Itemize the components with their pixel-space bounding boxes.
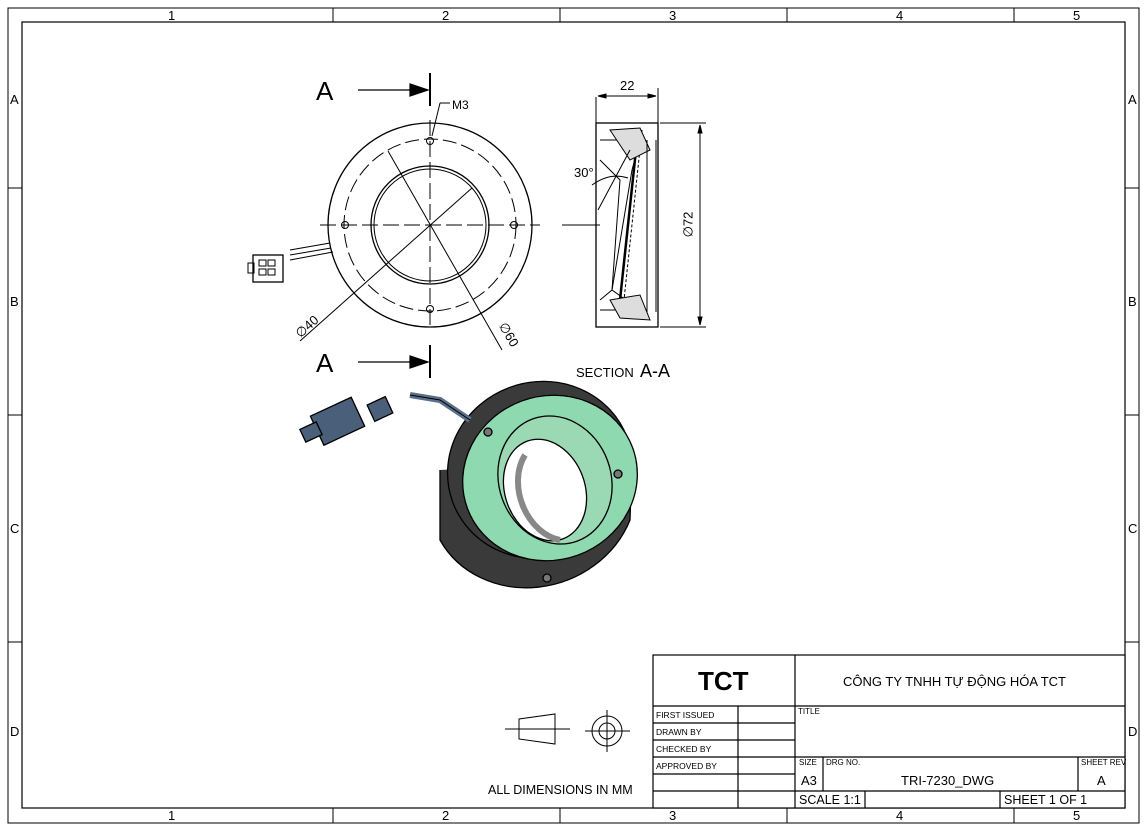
zone-ticks <box>8 8 1139 823</box>
size-value: A3 <box>801 773 817 788</box>
row-label: A <box>1128 92 1137 107</box>
row-label: B <box>10 294 19 309</box>
sheet-rev-label: SHEET REV <box>1081 758 1127 767</box>
thread-callout: M3 <box>452 98 469 112</box>
company-name: CÔNG TY TNHH TỰ ĐỘNG HÓA TCT <box>843 674 1066 689</box>
angle-dim: 30° <box>574 165 594 180</box>
row-label: D <box>1128 724 1138 739</box>
company-logo: TCT <box>698 666 749 696</box>
scale-value: SCALE 1:1 <box>799 793 861 807</box>
connector-icon <box>252 254 284 283</box>
units-note: ALL DIMENSIONS IN MM <box>488 783 633 797</box>
isometric-view <box>299 380 638 589</box>
projection-symbol <box>505 710 630 752</box>
outer-diameter-dim: ∅72 <box>680 211 696 238</box>
section-label-name: A-A <box>640 361 671 381</box>
section-marker-bottom: A <box>316 348 334 378</box>
column-label: 2 <box>442 808 450 823</box>
section-view <box>562 88 706 328</box>
row-label: A <box>10 92 19 107</box>
drawn-by-label: DRAWN BY <box>656 727 702 737</box>
column-label: 1 <box>168 8 176 23</box>
section-marker-top: A <box>316 76 334 106</box>
sheet-rev-value: A <box>1097 773 1106 788</box>
row-label: B <box>1128 294 1137 309</box>
row-label: C <box>10 521 20 536</box>
width-dim: 22 <box>620 78 635 93</box>
column-label: 5 <box>1073 808 1081 823</box>
column-label: 1 <box>168 808 176 823</box>
row-label: D <box>10 724 20 739</box>
checked-by-label: CHECKED BY <box>656 744 712 754</box>
column-label: 2 <box>442 8 450 23</box>
section-label-prefix: SECTION <box>576 365 634 380</box>
drg-no-value: TRI-7230_DWG <box>901 773 995 788</box>
column-label: 5 <box>1073 8 1081 23</box>
column-label: 3 <box>669 808 677 823</box>
first-issued-label: FIRST ISSUED <box>656 710 715 720</box>
front-view <box>247 102 540 351</box>
size-label: SIZE <box>799 758 817 767</box>
drg-no-label: DRG NO. <box>826 758 861 767</box>
title-label: TITLE <box>798 707 820 716</box>
column-label: 4 <box>896 808 904 823</box>
approved-by-label: APPROVED BY <box>656 761 717 771</box>
column-label: 4 <box>896 8 904 23</box>
section-arrows <box>358 73 431 378</box>
connector-icon <box>309 396 366 447</box>
row-label: C <box>1128 521 1138 536</box>
column-label: 3 <box>669 8 677 23</box>
sheet-count: SHEET 1 OF 1 <box>1004 793 1088 807</box>
title-block-lines <box>652 654 1126 809</box>
